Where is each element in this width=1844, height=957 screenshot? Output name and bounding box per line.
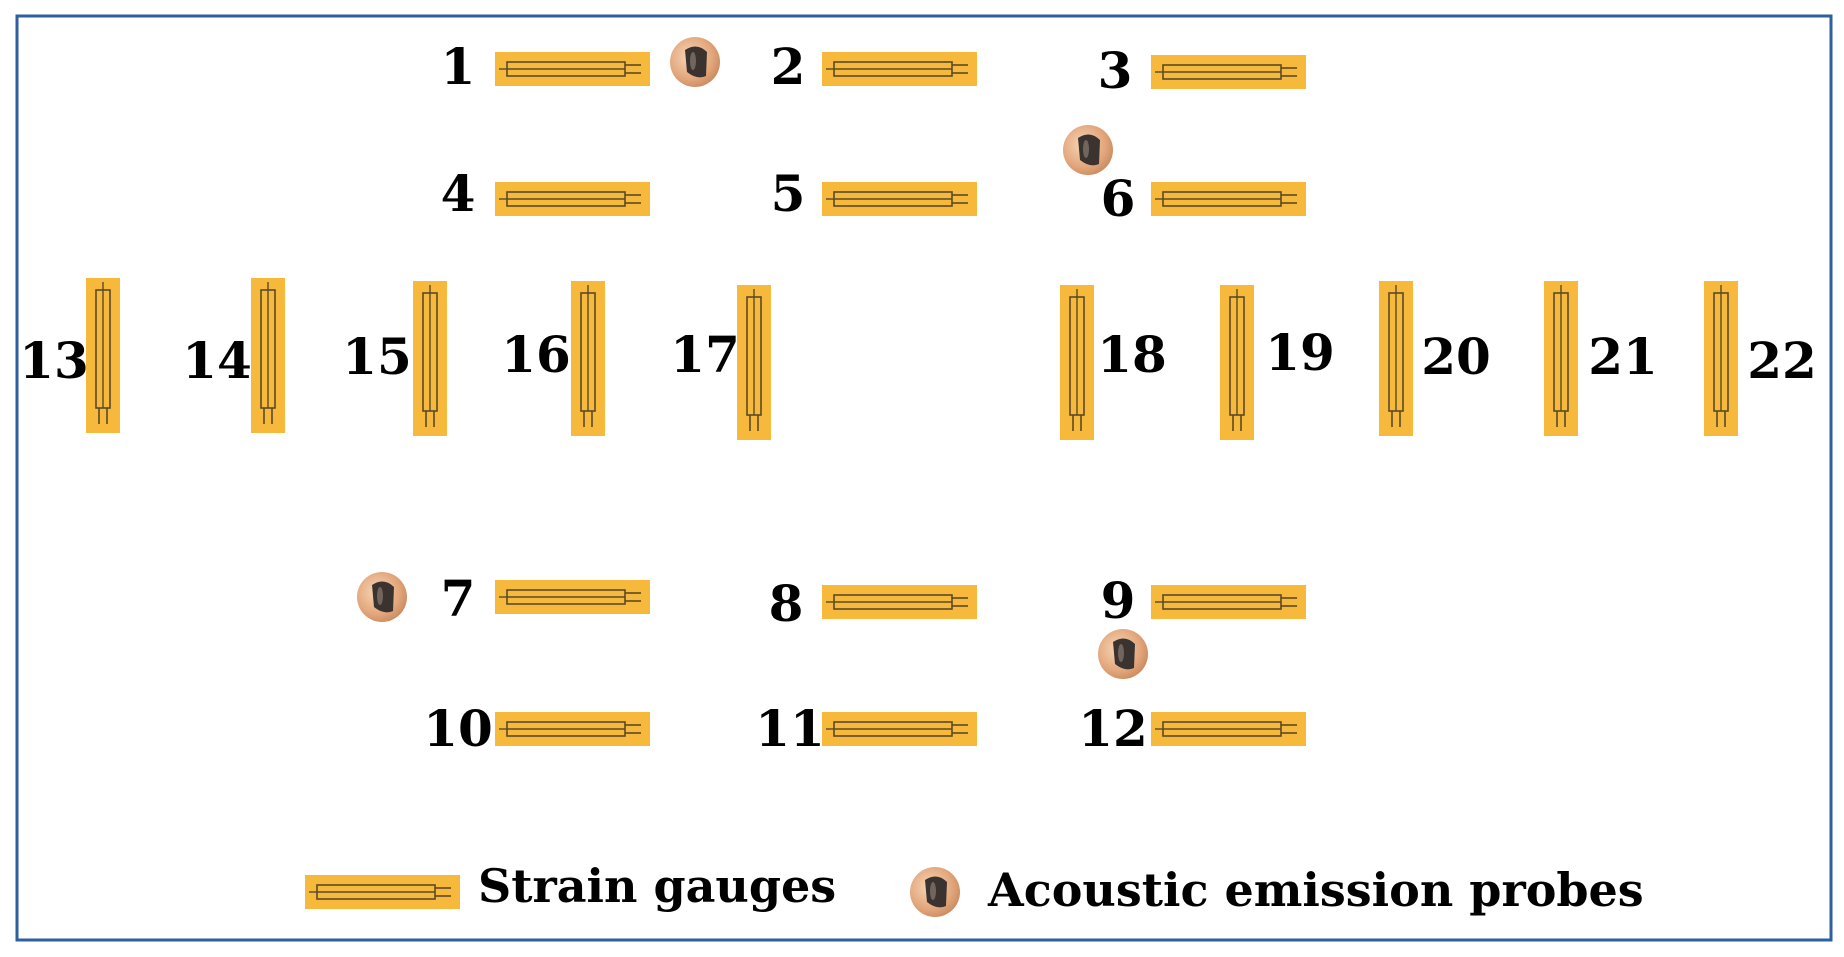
strain-gauge-10 <box>495 712 650 746</box>
gauge-label-16: 16 <box>501 325 571 384</box>
strain-gauge-11 <box>822 712 977 746</box>
legend-acoustic-probe-icon <box>910 867 960 917</box>
legend-probe-label: Acoustic emission probes <box>987 863 1644 917</box>
gauge-label-13: 13 <box>19 331 89 390</box>
strain-gauge-1 <box>495 52 650 86</box>
strain-gauge-4 <box>495 182 650 216</box>
gauge-label-22: 22 <box>1747 331 1817 390</box>
strain-gauge-14 <box>251 278 285 433</box>
gauge-label-6: 6 <box>1101 169 1136 228</box>
strain-gauge-19 <box>1220 285 1254 440</box>
gauge-label-17: 17 <box>670 325 740 384</box>
gauge-label-20: 20 <box>1421 327 1491 386</box>
legend-strain-gauge-icon <box>305 875 460 909</box>
gauge-label-14: 14 <box>182 331 252 390</box>
strain-gauge-2 <box>822 52 977 86</box>
gauge-label-5: 5 <box>771 164 806 223</box>
legend-strain-label: Strain gauges <box>478 859 836 913</box>
strain-gauge-9 <box>1151 585 1306 619</box>
strain-gauge-13 <box>86 278 120 433</box>
diagram-border <box>15 14 1833 942</box>
acoustic-probe-3-icon <box>357 572 407 622</box>
strain-gauge-17 <box>737 285 771 440</box>
strain-gauge-5 <box>822 182 977 216</box>
strain-gauge-7 <box>495 580 650 614</box>
gauge-label-1: 1 <box>441 37 476 96</box>
gauge-label-11: 11 <box>755 699 825 758</box>
acoustic-probe-1-icon <box>670 37 720 87</box>
strain-gauge-16 <box>571 281 605 436</box>
gauge-label-4: 4 <box>441 164 476 223</box>
gauge-label-15: 15 <box>342 327 412 386</box>
strain-gauge-8 <box>822 585 977 619</box>
gauge-label-10: 10 <box>423 699 493 758</box>
strain-gauge-12 <box>1151 712 1306 746</box>
strain-gauge-15 <box>413 281 447 436</box>
gauge-label-8: 8 <box>769 574 804 633</box>
gauge-label-3: 3 <box>1098 41 1133 100</box>
gauge-label-12: 12 <box>1078 699 1148 758</box>
gauge-label-18: 18 <box>1097 325 1167 384</box>
acoustic-probe-2-icon <box>1063 125 1113 175</box>
strain-gauge-18 <box>1060 285 1094 440</box>
gauge-label-9: 9 <box>1101 571 1136 630</box>
gauge-label-2: 2 <box>771 37 806 96</box>
gauge-label-19: 19 <box>1265 323 1335 382</box>
strain-gauge-3 <box>1151 55 1306 89</box>
gauge-label-21: 21 <box>1588 327 1658 386</box>
strain-gauge-6 <box>1151 182 1306 216</box>
strain-gauge-21 <box>1544 281 1578 436</box>
strain-gauge-22 <box>1704 281 1738 436</box>
strain-gauge-20 <box>1379 281 1413 436</box>
acoustic-probe-4-icon <box>1098 629 1148 679</box>
gauge-label-7: 7 <box>441 569 476 628</box>
